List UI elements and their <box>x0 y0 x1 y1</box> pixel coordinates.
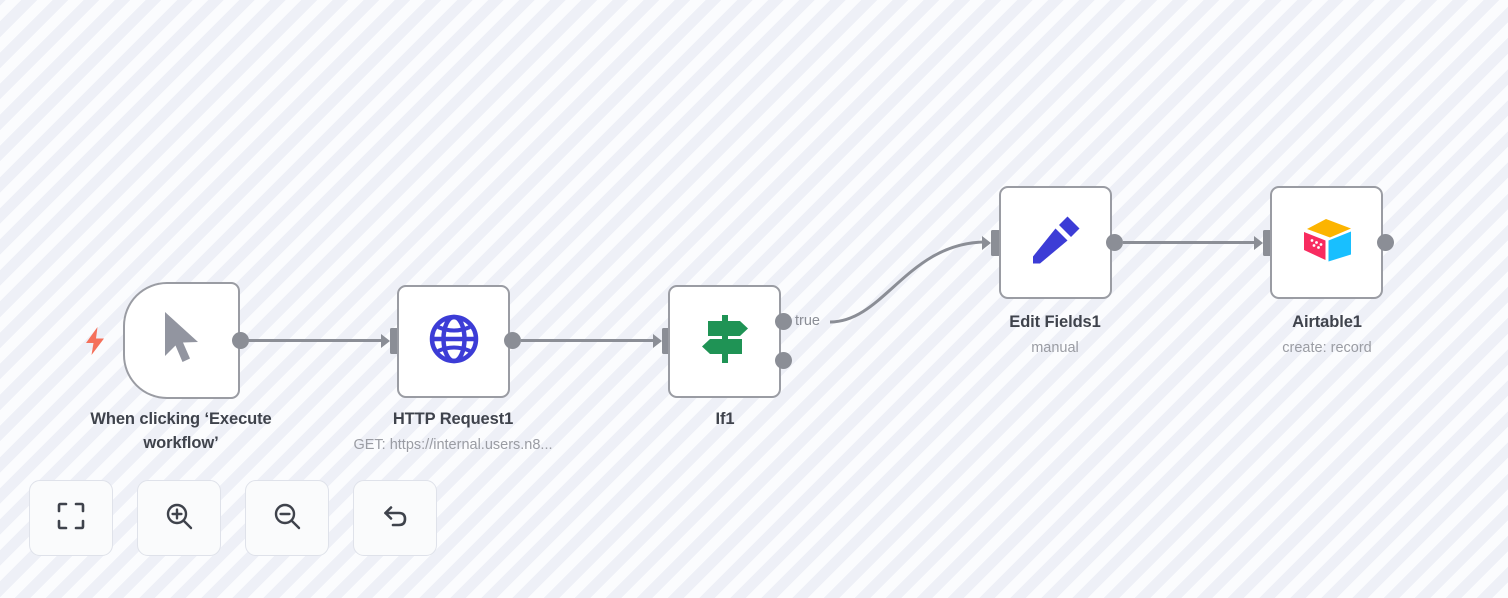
handle-in-arrow-edit-fields <box>982 236 991 250</box>
pencil-icon <box>1029 213 1083 272</box>
reset-zoom-button[interactable] <box>353 480 437 556</box>
canvas-controls <box>29 480 437 556</box>
reset-zoom-icon <box>380 501 410 536</box>
handle-out-http-request[interactable] <box>504 332 521 349</box>
mouse-pointer-icon <box>158 308 206 373</box>
globe-icon <box>428 313 480 370</box>
handle-out-airtable[interactable] <box>1377 234 1394 251</box>
edge-if-true-to-edit-fields <box>829 240 987 324</box>
zoom-in-icon <box>164 501 194 536</box>
signpost-icon <box>698 313 752 370</box>
zoom-to-fit-button[interactable] <box>29 480 113 556</box>
edge-label-if-true: true <box>795 313 820 329</box>
handle-out-trigger[interactable] <box>232 332 249 349</box>
zoom-to-fit-icon <box>56 501 86 536</box>
zoom-out-icon <box>272 501 302 536</box>
node-subtitle-edit-fields-1: manual <box>1031 340 1079 356</box>
node-when-clicking-execute-workflow[interactable] <box>123 282 240 399</box>
handle-in-http-request[interactable] <box>390 328 399 354</box>
handle-in-airtable[interactable] <box>1263 230 1272 256</box>
handle-in-if[interactable] <box>662 328 671 354</box>
node-http-request-1[interactable] <box>397 285 510 398</box>
airtable-icon <box>1299 216 1355 269</box>
handle-in-arrow-if <box>653 334 662 348</box>
lightning-bolt-icon <box>83 326 107 361</box>
node-label-if-1: If1 <box>715 410 735 428</box>
node-label-edit-fields-1: Edit Fields1 <box>1009 313 1101 331</box>
handle-out-edit-fields[interactable] <box>1106 234 1123 251</box>
node-edit-fields-1[interactable] <box>999 186 1112 299</box>
zoom-out-button[interactable] <box>245 480 329 556</box>
handle-in-arrow-http-request <box>381 334 390 348</box>
handle-in-edit-fields[interactable] <box>991 230 1000 256</box>
node-if-1[interactable] <box>668 285 781 398</box>
handle-in-arrow-airtable <box>1254 236 1263 250</box>
zoom-in-button[interactable] <box>137 480 221 556</box>
handle-out-if-true[interactable] <box>775 313 792 330</box>
node-airtable-1[interactable] <box>1270 186 1383 299</box>
node-label-http-request-1: HTTP Request1 <box>392 410 514 428</box>
node-subtitle-http-request-1: GET: https://internal.users.n8... <box>353 437 553 453</box>
handle-out-if-false[interactable] <box>775 352 792 369</box>
node-label-trigger: When clicking ‘Execute workflow’ <box>90 410 272 452</box>
node-subtitle-airtable-1: create: record <box>1282 340 1372 356</box>
node-label-airtable-1: Airtable1 <box>1292 313 1362 331</box>
